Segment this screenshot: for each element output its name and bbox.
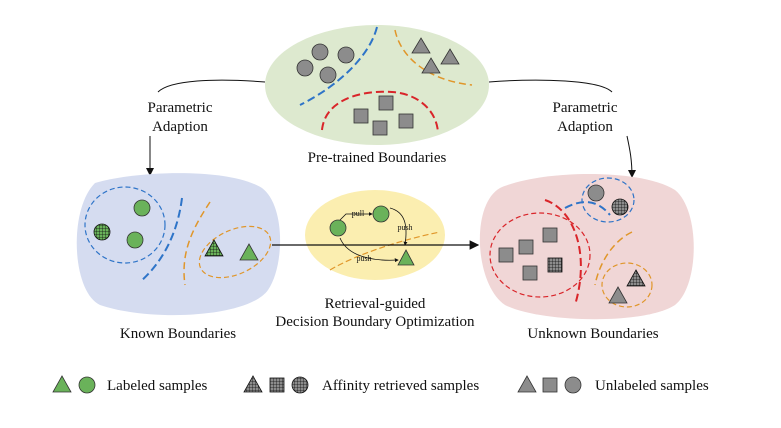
known-orange-cluster [198,225,272,279]
right-adaption-label-1: Parametric [553,100,618,116]
unlabeled-square [378,95,394,111]
legend-labeled-text: Labeled samples [107,378,208,394]
unknown-red-cluster [489,212,591,298]
labeled-triangle [397,249,415,266]
labeled-circle [329,219,347,237]
pretrained-label: Pre-trained Boundaries [308,150,447,166]
right-adaption-label-2: Adaption [557,119,613,135]
legend-affinity: Affinity retrieved samples [243,375,479,394]
pretrained-red-boundary [321,90,439,134]
known-blue-cluster [84,186,166,264]
known-label: Known Boundaries [120,326,236,342]
unlabeled-square [522,265,538,281]
unlabeled-circle [319,66,337,84]
retrieval-label-2: Decision Boundary Optimization [275,314,475,330]
labeled-circle [126,231,144,249]
pretrained-region: Pre-trained Boundaries [265,25,489,166]
labeled-circle [133,199,151,217]
unlabeled-triangle [608,286,628,304]
unknown-blue-cluster [581,177,635,223]
unlabeled-square [372,120,388,136]
unknown-red-boundary [544,199,582,306]
known-region: Known Boundaries [76,173,281,342]
unknown-orange-cluster [601,262,653,308]
legend-unlabeled-circle-icon [564,376,582,394]
retrieval-label-1: Retrieval-guided [325,296,426,312]
unlabeled-circle [311,43,329,61]
pull-arrow [339,212,373,221]
push-label-2: push [356,254,371,263]
legend: Labeled samples Affinity retrieved sampl… [52,375,709,394]
legend-labeled-circle-icon [78,376,96,394]
unlabeled-circle [296,59,314,77]
pretrained-blue-boundary [299,26,378,106]
legend-labeled: Labeled samples [52,375,208,394]
affinity-circle-green [93,223,111,241]
unlabeled-square [398,113,414,129]
legend-affinity-square-icon [269,377,285,393]
affinity-square [547,257,563,273]
known-blue-boundary [139,197,183,283]
unlabeled-circle [587,184,605,202]
legend-unlabeled: Unlabeled samples [517,375,709,394]
parametric-adaption-arrows: Parametric Adaption Parametric Adaption [146,79,636,178]
unlabeled-square [498,247,514,263]
legend-unlabeled-triangle-icon [517,375,537,393]
right-adaption-arrow [626,135,636,178]
push-arrow-2 [339,237,399,263]
unknown-blob [479,174,694,320]
legend-affinity-circle-icon [291,376,309,394]
left-adaption-curve-top [157,79,266,93]
push-label-1: push [397,223,412,232]
labeled-circle [372,205,390,223]
unlabeled-square [542,227,558,243]
legend-unlabeled-text: Unlabeled samples [595,378,709,394]
labeled-triangle [239,243,259,261]
left-adaption-label-1: Parametric [148,100,213,116]
unlabeled-circle [337,46,355,64]
affinity-triangle [626,269,646,287]
unknown-blue-boundary [564,201,611,216]
right-adaption-curve-top [488,79,613,93]
legend-labeled-triangle-icon [52,375,72,393]
unlabeled-triangle [440,48,460,65]
unknown-label: Unknown Boundaries [527,326,658,342]
affinity-circle [611,198,629,216]
known-orange-boundary [183,201,211,286]
unlabeled-square [353,108,369,124]
unlabeled-square [518,239,534,255]
pull-label: pull [352,209,365,218]
legend-affinity-triangle-icon [243,375,263,393]
left-adaption-label-2: Adaption [152,119,208,135]
known-blob [76,173,281,316]
retrieval-region: pull push push Retrieval-guided Decision… [275,190,475,330]
unlabeled-triangle [411,37,431,54]
legend-affinity-text: Affinity retrieved samples [322,378,479,394]
unlabeled-triangle [421,57,441,74]
legend-unlabeled-square-icon [542,377,558,393]
unknown-orange-boundary [594,231,633,286]
affinity-triangle-green [204,239,224,257]
push-arrow-1 [389,207,408,246]
retrieval-orange-boundary [329,231,441,271]
unknown-region: Unknown Boundaries [479,174,694,342]
